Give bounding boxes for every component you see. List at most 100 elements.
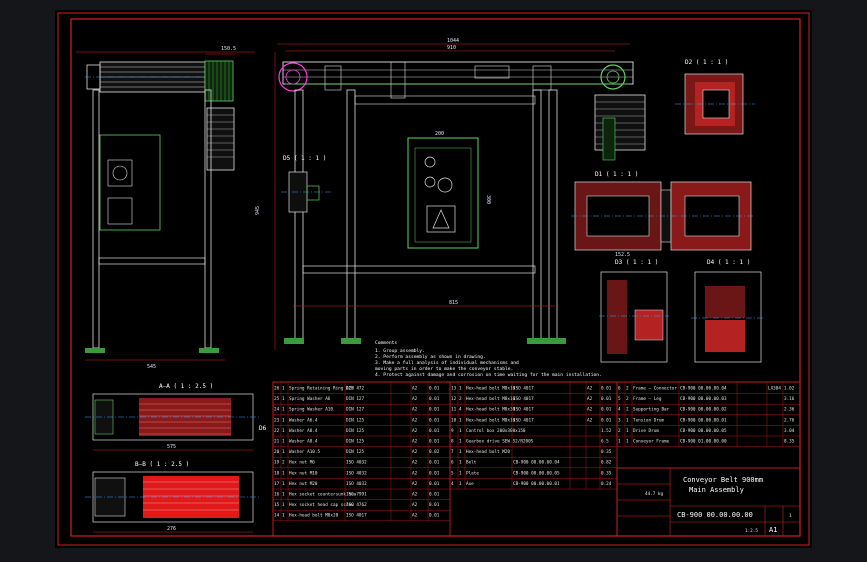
bom-cell: A2 — [412, 449, 418, 455]
bom-cell: Hex-head bolt M8x16 — [466, 386, 516, 392]
bom-cell: 17 — [274, 481, 280, 487]
bom-cell: A2 — [587, 386, 593, 392]
bom-cell: Tension Drum — [633, 417, 664, 423]
note-line: 2. Perform assembly as shown in drawing. — [375, 354, 486, 360]
bom-cell: 13 — [451, 386, 457, 392]
bom-cell: 6 — [618, 386, 621, 392]
bom-cell: 25 — [274, 396, 280, 402]
assembly-name-line2: Main Assembly — [689, 486, 744, 494]
bom-cell: 1 — [459, 417, 462, 423]
bom-cell: 2 — [282, 460, 285, 466]
bom-cell: A2 — [412, 439, 418, 445]
bom-cell: CB-900 00.00.00.03 — [680, 396, 727, 402]
bom-cell: 5 — [451, 470, 454, 476]
bom-cell: 0.01 — [601, 396, 612, 402]
bom-cell: CB-900 00.00.00.01 — [513, 481, 560, 487]
bom-cell: 21 — [274, 439, 280, 445]
sheet-number: 1 — [789, 513, 792, 519]
bom-cell: Washer A8.4 — [289, 439, 318, 445]
bom-cell: CB-900 00.00.00.05 — [513, 470, 560, 476]
bom-cell: Gearbox drive SEW 52/R200S — [466, 439, 534, 445]
section-bb-title: B–B ( 1 : 2.5 ) — [135, 461, 189, 468]
bom-cell: 12 — [451, 396, 457, 402]
note-line: 3. Make a full analysis of individual me… — [375, 360, 519, 366]
bom-cell: Hex-head bolt M8x16 — [466, 396, 516, 402]
bom-cell: 3.16 — [784, 396, 795, 402]
bom-cell: 0.01 — [601, 386, 612, 392]
bom-cell: Washer A8.4 — [289, 428, 318, 434]
bom-cell: 4 — [451, 481, 454, 487]
bom-cell: ISO 4017 — [513, 417, 534, 423]
bom-cell: 5 — [618, 396, 621, 402]
bom-cell: 1 — [282, 428, 285, 434]
bom-cell: 1 — [459, 460, 462, 466]
bom-cell: LX304 — [768, 386, 781, 392]
bom-cell: 1 — [459, 439, 462, 445]
bom-cell: CB-900 00.00.00.05 — [680, 428, 727, 434]
bom-cell: Hex-head bolt M8x30 — [466, 407, 516, 413]
bom-cell: Hex nut M20 — [289, 481, 318, 487]
bom-cell: 0.01 — [429, 386, 440, 392]
bom-cell: 2.36 — [784, 407, 795, 413]
bom-cell: A2 — [412, 470, 418, 476]
bom-cell: Hex socket head cap screw — [289, 502, 354, 508]
bom-cell: Drive Drum — [633, 428, 659, 434]
bom-cell: ISO 4032 — [346, 460, 367, 466]
bom-cell: 1 — [282, 492, 285, 498]
bom-cell: A2 — [412, 513, 418, 519]
bom-cell: Frame – Connector — [633, 386, 677, 392]
bom-cell: Hex-head bolt M20 — [466, 449, 510, 455]
section-aa-view — [85, 393, 260, 451]
bom-cell: 0.01 — [429, 428, 440, 434]
bom-cell: 1 — [626, 428, 629, 434]
detail-d5-view — [281, 171, 331, 213]
bom-cell: A2 — [412, 460, 418, 466]
detail-d2-title: D2 ( 1 : 1 ) — [685, 59, 728, 66]
bom-cell: Conveyor Frame — [633, 439, 670, 445]
bom-cell: ISO 4017 — [346, 513, 367, 519]
bom-cell: DIN 125 — [346, 449, 365, 455]
bom-cell: 0.82 — [601, 460, 612, 466]
bom-cell: ISO 4032 — [346, 481, 367, 487]
bom-cell: 4 — [618, 407, 621, 413]
bom-cell: 2.76 — [784, 417, 795, 423]
bom-cell: 0.01 — [429, 396, 440, 402]
bom-cell: 1 — [459, 386, 462, 392]
bom-cell: 1 — [282, 396, 285, 402]
bom-cell: 0.24 — [601, 481, 612, 487]
bom-cell: 1 — [282, 481, 285, 487]
bom-cell: 0.01 — [429, 470, 440, 476]
belt-length-dimension: 910 — [447, 45, 456, 51]
bom-cell: 2 — [459, 396, 462, 402]
bom-cell: 0.35 — [601, 470, 612, 476]
bom-cell: Supporting Bar — [633, 407, 670, 413]
detail-d4-view — [691, 271, 765, 363]
bom-cell: A2 — [412, 492, 418, 498]
bom-cell: 14 — [274, 513, 280, 519]
bom-cell: 1 — [282, 470, 285, 476]
bom-cell: A2 — [412, 502, 418, 508]
bom-cell: ISO 4032 — [346, 470, 367, 476]
bom-cell: 3 — [618, 417, 621, 423]
bom-cell: 1 — [626, 417, 629, 423]
bom-cell: 22 — [274, 428, 280, 434]
section-aa-title: A–A ( 1 : 2.5 ) — [159, 383, 213, 390]
bom-cell: 24 — [274, 407, 280, 413]
bom-cell: ISO 4017 — [513, 407, 534, 413]
bom-cell: Frame – Leg — [633, 396, 662, 402]
bom-cell: 1 — [459, 428, 462, 434]
bom-cell: A2 — [412, 386, 418, 392]
bom-cell: DIN 127 — [346, 407, 365, 413]
side-width-dimension: 150.5 — [221, 46, 236, 52]
bom-cell: 10 — [451, 417, 457, 423]
bom-cell: 2 — [626, 407, 629, 413]
bom-cell: ISO 4017 — [513, 396, 534, 402]
detail-d3-title: D3 ( 1 : 1 ) — [615, 259, 658, 266]
bom-cell: Hex-head bolt M8x20 — [289, 513, 339, 519]
bom-cell: 7 — [451, 449, 454, 455]
front-view — [277, 43, 646, 344]
bom-cell: 1.02 — [784, 386, 795, 392]
